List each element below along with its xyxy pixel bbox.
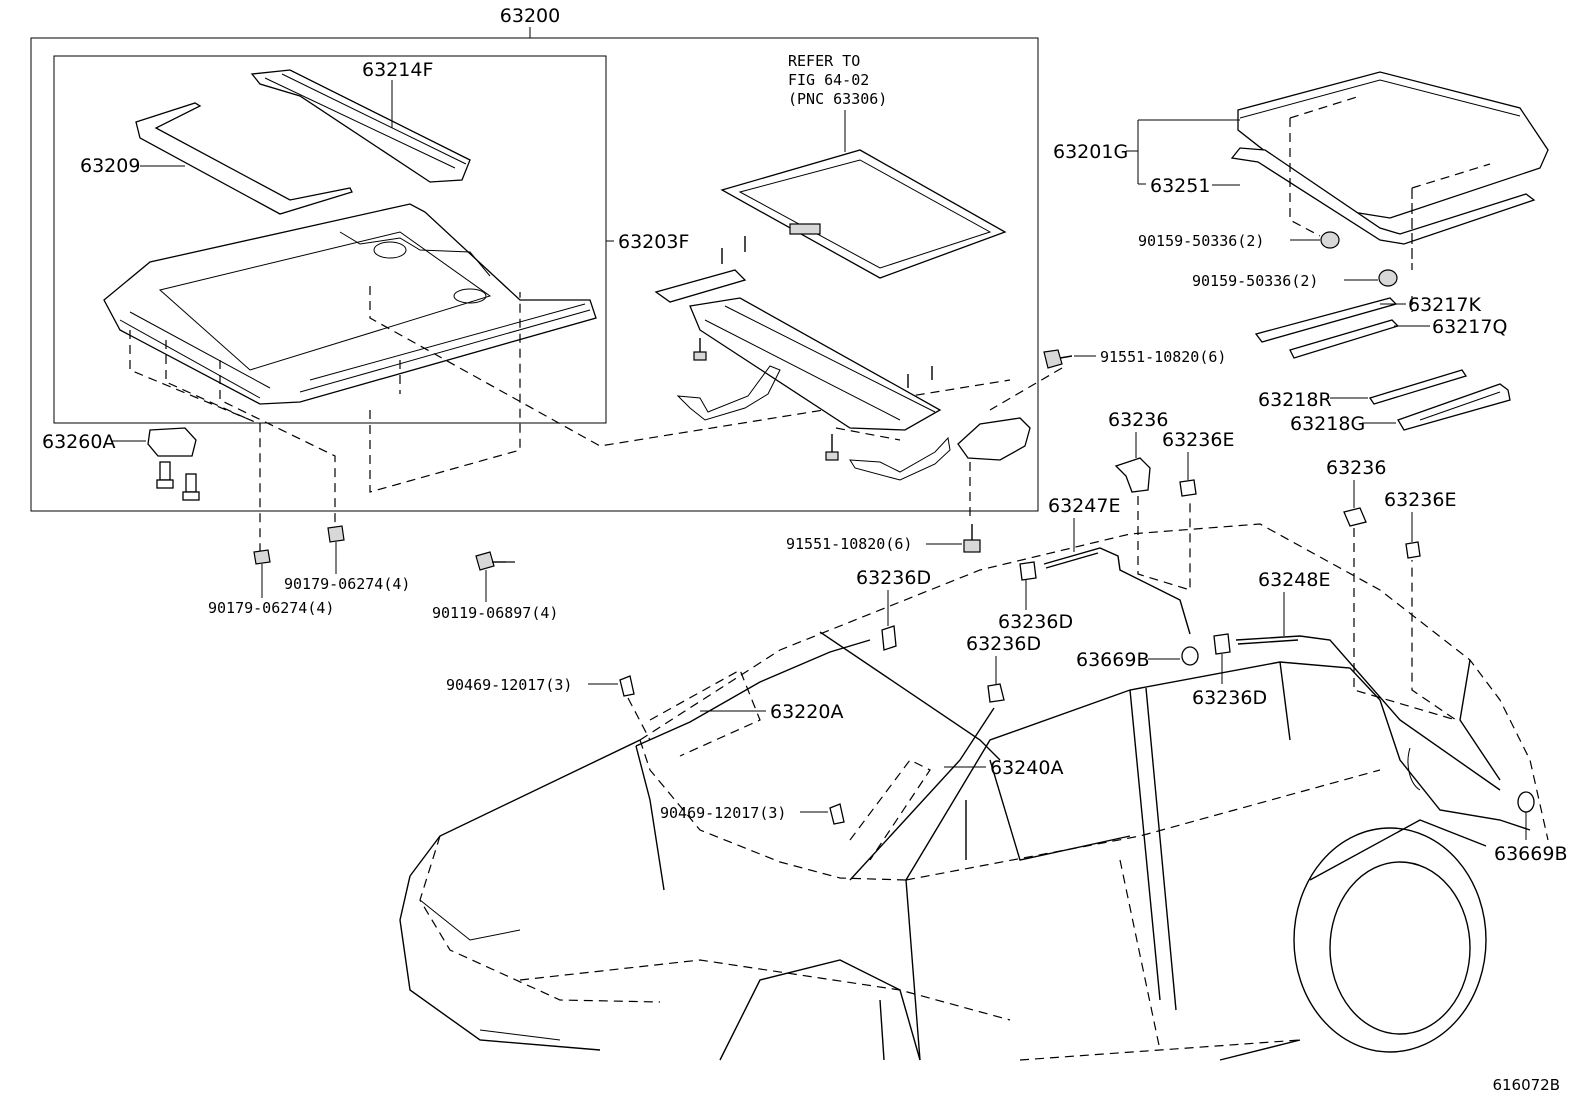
part-shade-panel [720, 149, 1007, 279]
callout-63236-a[interactable]: 63236 [1108, 409, 1168, 431]
guide-63240A [849, 759, 931, 861]
glass-dashed-guides [1289, 95, 1491, 312]
vehicle-dashed-guides [1137, 496, 1457, 721]
callout-63248E[interactable]: 63248E [1258, 569, 1330, 591]
callout-63218R[interactable]: 63218R [1258, 389, 1332, 411]
callout-63217Q[interactable]: 63217Q [1432, 316, 1507, 338]
callout-63217K[interactable]: 63217K [1408, 294, 1481, 316]
guide-91551-a [989, 367, 1063, 411]
part-63240A-molding [849, 707, 995, 881]
callout-63247E[interactable]: 63247E [1048, 495, 1120, 517]
part-63236-clip-a [1114, 457, 1151, 493]
frame-dashed-guides [129, 286, 1011, 560]
part-63236E-clip-a [1179, 479, 1197, 497]
callout-63260A[interactable]: 63260A [42, 431, 115, 453]
callout-63236E-a[interactable]: 63236E [1162, 429, 1234, 451]
part-63214F-rail [250, 69, 471, 183]
part-90469-clip-a [619, 675, 635, 697]
part-63203F-housing-frame [103, 203, 597, 405]
callout-63236D-c[interactable]: 63236D [966, 633, 1041, 655]
vehicle-outline [399, 523, 1549, 1061]
callout-90119[interactable]: 90119-06897(4) [432, 604, 558, 622]
callout-63203F[interactable]: 63203F [618, 231, 689, 253]
callout-63240A[interactable]: 63240A [990, 757, 1063, 779]
part-63220A-molding [635, 639, 871, 891]
part-63251-seal [1230, 147, 1536, 245]
part-rear-rail [689, 297, 942, 431]
refer-note-line-2: FIG 64-02 [788, 71, 869, 89]
part-63218G-molding [1397, 383, 1511, 431]
callout-63669B-b[interactable]: 63669B [1494, 843, 1567, 865]
figure-code: 616072B [1492, 1076, 1560, 1094]
callout-91551-b[interactable]: 91551-10820(6) [786, 535, 912, 553]
callout-63201G[interactable]: 63201G [1053, 141, 1128, 163]
refer-note-line-1: REFER TO [788, 52, 860, 70]
part-63236D-clip-c [987, 683, 1005, 703]
callout-63236D-b[interactable]: 63236D [998, 611, 1073, 633]
callout-63236D-d[interactable]: 63236D [1192, 687, 1267, 709]
callout-90179-a[interactable]: 90179-06274(4) [208, 599, 334, 617]
part-63201G-glass [1237, 71, 1549, 219]
assembly-inner-frame [53, 55, 607, 424]
guide-90469-a [627, 697, 651, 741]
callout-90469-b[interactable]: 90469-12017(3) [660, 804, 786, 822]
callout-63220A[interactable]: 63220A [770, 701, 843, 723]
part-63669B-grommet-a [1181, 646, 1199, 666]
part-63248E-drain-hose [1235, 635, 1501, 791]
part-90179-nut-a [253, 549, 271, 565]
callout-91551-a[interactable]: 91551-10820(6) [1100, 348, 1226, 366]
small-screws-group [693, 236, 933, 461]
refer-note-line-3: (PNC 63306) [788, 90, 887, 108]
part-63217K-strip [1254, 297, 1398, 343]
callout-63251[interactable]: 63251 [1150, 175, 1210, 197]
part-63260A-motor [147, 427, 200, 501]
outer-frame-dashed-guides [835, 427, 971, 520]
part-63236E-clip-b [1405, 541, 1421, 559]
part-90159-nut-b [1378, 269, 1398, 287]
part-90469-clip-b [829, 803, 845, 825]
part-63218R-molding [1368, 369, 1468, 405]
part-91551-bolt-b [963, 524, 981, 553]
callout-63218G[interactable]: 63218G [1290, 413, 1365, 435]
part-90179-nut-b [327, 525, 345, 543]
callout-63236E-b[interactable]: 63236E [1384, 489, 1456, 511]
callout-90159-a[interactable]: 90159-50336(2) [1138, 232, 1264, 250]
callout-90179-b[interactable]: 90179-06274(4) [284, 575, 410, 593]
part-lower-bracket [676, 365, 951, 481]
callout-63669B-a[interactable]: 63669B [1076, 649, 1149, 671]
assembly-number-label[interactable]: 63200 [500, 5, 560, 27]
part-63247E-drain-hose [1043, 547, 1191, 635]
leader-63201G [1126, 119, 1240, 185]
assembly-outer-frame [30, 37, 1039, 512]
part-63669B-grommet-b [1517, 791, 1535, 813]
callout-63209[interactable]: 63209 [80, 155, 140, 177]
callout-90469-a[interactable]: 90469-12017(3) [446, 676, 572, 694]
part-63236D-clip-b [1019, 561, 1037, 581]
assembly-frames [30, 27, 1039, 512]
callout-90159-b[interactable]: 90159-50336(2) [1192, 272, 1318, 290]
part-91551-bolt-a [1043, 349, 1073, 369]
guide-63220A [649, 669, 761, 757]
part-90119-bolt [475, 551, 520, 571]
part-front-bracket [654, 269, 747, 303]
callout-63236D-a[interactable]: 63236D [856, 567, 931, 589]
part-63236D-clip-a [881, 625, 897, 651]
callout-63236-b[interactable]: 63236 [1326, 457, 1386, 479]
part-drive-cable-guide [957, 417, 1031, 461]
part-63236D-clip-d [1213, 633, 1231, 655]
part-90159-nut-a [1320, 231, 1340, 249]
part-63236-clip-b [1343, 507, 1367, 527]
callout-63214F[interactable]: 63214F [362, 59, 433, 81]
part-63209-deflector [135, 102, 353, 215]
